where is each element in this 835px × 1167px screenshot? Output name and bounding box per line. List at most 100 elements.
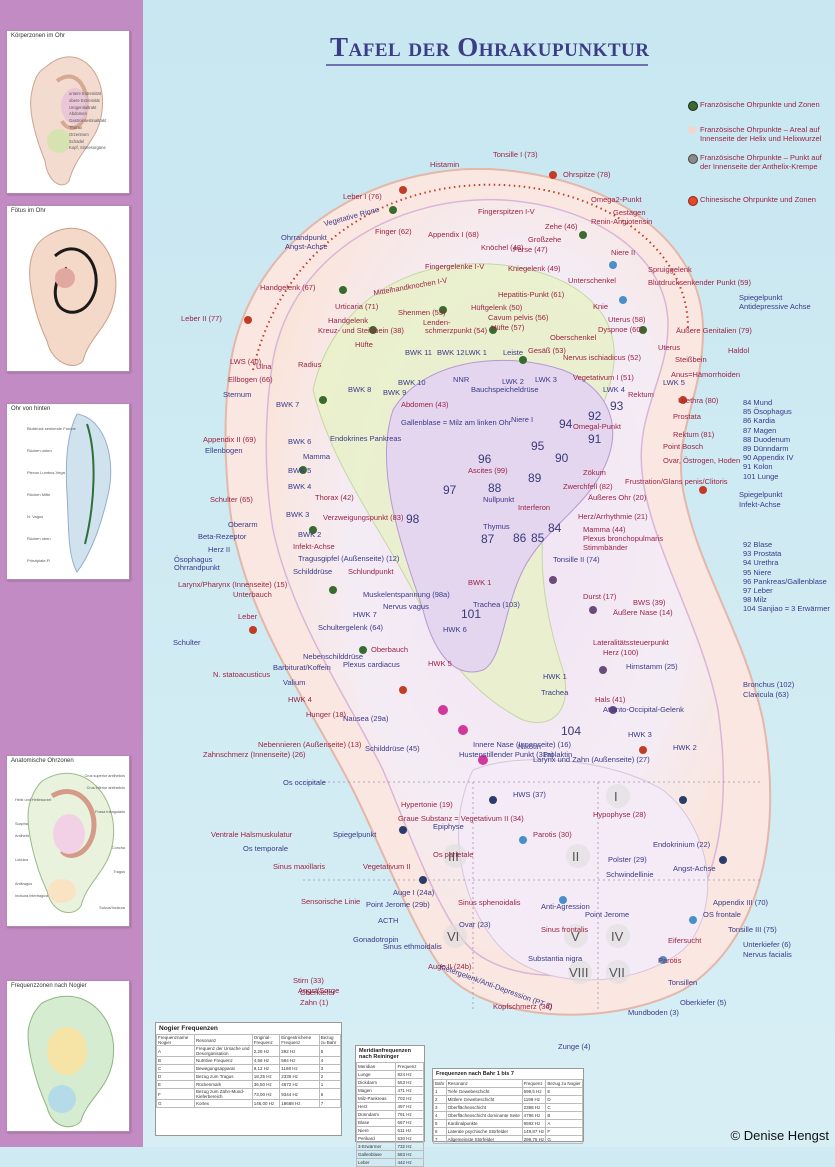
table-title: Frequenzen nach Bahr 1 bis 7 [436, 1071, 514, 1077]
label: Mamma [303, 452, 331, 461]
table-cell: 9344 Hz [279, 1088, 320, 1100]
label: Ellbogen (66) [228, 375, 273, 384]
table-cell: 667 Hz [395, 1118, 424, 1127]
label: Valium [283, 678, 306, 687]
point-marker [369, 326, 377, 334]
label: Leber [238, 612, 258, 621]
label: Sternum [223, 390, 252, 399]
label: Gestagen [613, 208, 646, 217]
label: Gonadotropin [353, 935, 399, 944]
label: Renin-Angiotensin [591, 217, 653, 226]
label: Hals (41) [595, 695, 626, 704]
label: Thorax (42) [315, 493, 354, 502]
label: BWK 9 [383, 388, 407, 397]
label: BWK 4 [288, 482, 312, 491]
label: Handgelenk [328, 316, 369, 325]
point-marker [639, 326, 647, 334]
label: Uterus [658, 343, 681, 352]
point-marker [249, 626, 257, 634]
panel-koerperzonen: Körperzonen im Ohr untere Extremität obe… [6, 30, 130, 194]
zone-label: 101 [461, 607, 481, 621]
label: Plexus bronchopulmaris [583, 534, 664, 543]
label: Schulter [173, 638, 201, 647]
zone-list-item: 97 Leber [743, 586, 773, 596]
label: Fingergelenke I-V [425, 262, 485, 271]
label: Bronchus (102) [743, 680, 795, 689]
legend-text: Französische Ohrpunkte – Areal auf Innen… [700, 125, 822, 143]
panel-item: Gastrointestinaltrakt [69, 118, 107, 124]
panel-title: Fötus im Ohr [11, 208, 46, 214]
legend-item: Französische Ohrpunkte und Zonen [688, 100, 825, 111]
panel-item: Fossa triangularis [95, 810, 125, 814]
table-nogier: Nogier Frequenzen Frequenzname Nogier Re… [155, 1022, 342, 1136]
point-marker [489, 326, 497, 334]
label: Durst (17) [583, 592, 617, 601]
label: Nebennieren (Außenseite) (13) [258, 740, 362, 749]
label: Kniegelenk (49) [508, 264, 561, 273]
panel-item: Scapha [15, 822, 28, 826]
label: Prostata [673, 412, 701, 421]
label: Zehe (46) [545, 222, 578, 231]
point-marker [559, 896, 567, 904]
label: Epiphyse [433, 822, 464, 831]
label: Äußere Nase (14) [613, 608, 673, 617]
label: Niere I [511, 415, 534, 424]
legend-dot-icon [688, 196, 698, 206]
legend-text: Französische Ohrpunkte – Punkt auf der I… [700, 153, 822, 171]
table-cell: G [155, 1099, 196, 1108]
label: Gesäß (53) [528, 346, 566, 355]
label: Sensorische Linie [301, 897, 361, 906]
point-marker [699, 486, 707, 494]
label: Hunger (18) [306, 710, 347, 719]
label: Schulter (65) [210, 495, 253, 504]
label: Angst-Achse [673, 864, 716, 873]
label: Os temporale [243, 844, 289, 853]
table-cell: 1 [433, 1087, 447, 1096]
table-cell: 2 [433, 1095, 447, 1104]
panel-item: Crus inferior antihelicis [86, 786, 125, 790]
label: Uterus (58) [608, 315, 646, 324]
panel-item: Incisura intertragica [15, 894, 49, 898]
label: Larynx/Pharynx (Innenseite) (15) [178, 580, 288, 589]
label: Zahn (1) [300, 998, 329, 1007]
point-marker [389, 206, 397, 214]
table-cell: 2398 Hz [521, 1103, 547, 1112]
table-cell: 442 Hz [395, 1158, 424, 1167]
zone-list-item: 90 Appendix IV [743, 453, 794, 463]
fetus-ear-illustration [29, 227, 117, 366]
roman-label: VII [609, 965, 625, 980]
panel-title: Ohr von hinten [11, 406, 51, 412]
label: Mittelhandknochen I-V [372, 275, 448, 298]
zone-list-item: 86 Kardia [743, 416, 776, 426]
table-cell: 1199 Hz [521, 1095, 547, 1104]
point-marker [609, 706, 617, 714]
panel-item: Plexus Lumbus-Vega [27, 470, 65, 475]
table-cell: 6 [318, 1088, 342, 1100]
table-cell: 2 [318, 1072, 342, 1081]
label: Herz/Arrhythmie (21) [578, 512, 648, 521]
point-marker [609, 261, 617, 269]
label: Rektum [628, 390, 654, 399]
point-marker [579, 231, 587, 239]
roman-label: II [572, 849, 579, 864]
label: BWK 3 [286, 510, 310, 519]
table-header: Original-Frequenz [251, 1034, 281, 1046]
label: HWK 6 [443, 625, 467, 634]
label: Omega2-Punkt [591, 195, 642, 204]
label: BWK 8 [348, 385, 372, 394]
label: Großzehe [528, 235, 562, 244]
point-marker [719, 856, 727, 864]
label: Barbiturat/Koffein [273, 663, 331, 672]
zone-list-item: 104 Sanjiao = 3 Erwärmer [743, 604, 830, 614]
frequency-zones-illustration [27, 995, 115, 1128]
label: Point Bosch [663, 442, 704, 451]
label: Ulna [256, 362, 272, 371]
table-cell: Milz-Pankreas [355, 1094, 397, 1103]
legend-dot-icon [688, 101, 698, 111]
label: schmerzpunkt (54) [425, 326, 488, 335]
label: Polster (29) [608, 855, 647, 864]
